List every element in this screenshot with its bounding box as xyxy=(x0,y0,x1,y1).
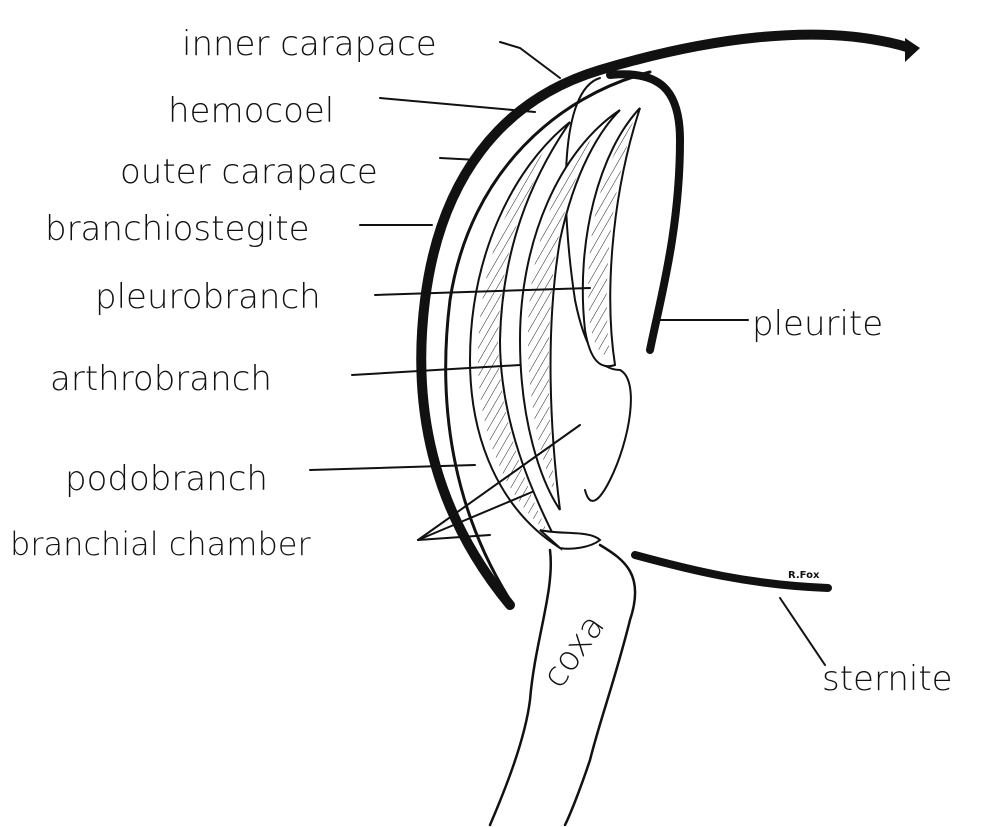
leader-inner-carapace xyxy=(500,42,560,78)
leader-podobranch xyxy=(310,465,475,470)
label-branchial-chamber: branchial chamber xyxy=(10,525,311,563)
label-hemocoel: hemocoel xyxy=(168,91,334,131)
label-arthrobranch: arthrobranch xyxy=(50,359,272,399)
label-pleurite: pleurite xyxy=(752,304,883,344)
podobranch-base xyxy=(540,530,600,549)
coxa-leg-right xyxy=(565,545,635,825)
carapace-tip xyxy=(905,38,920,62)
pleurite-wall xyxy=(610,74,680,350)
label-podobranch: podobranch xyxy=(65,459,268,499)
artist-signature: R.Fox xyxy=(788,570,820,581)
label-inner-carapace: inner carapace xyxy=(182,24,437,64)
leader-hemocoel xyxy=(380,98,535,112)
leader-sternite xyxy=(780,598,825,665)
label-branchiostegite: branchiostegite xyxy=(45,209,310,249)
label-coxa: coxa xyxy=(535,607,613,695)
label-sternite: sternite xyxy=(822,659,953,699)
label-pleurobranch: pleurobranch xyxy=(95,277,321,317)
label-outer-carapace: outer carapace xyxy=(120,152,378,192)
